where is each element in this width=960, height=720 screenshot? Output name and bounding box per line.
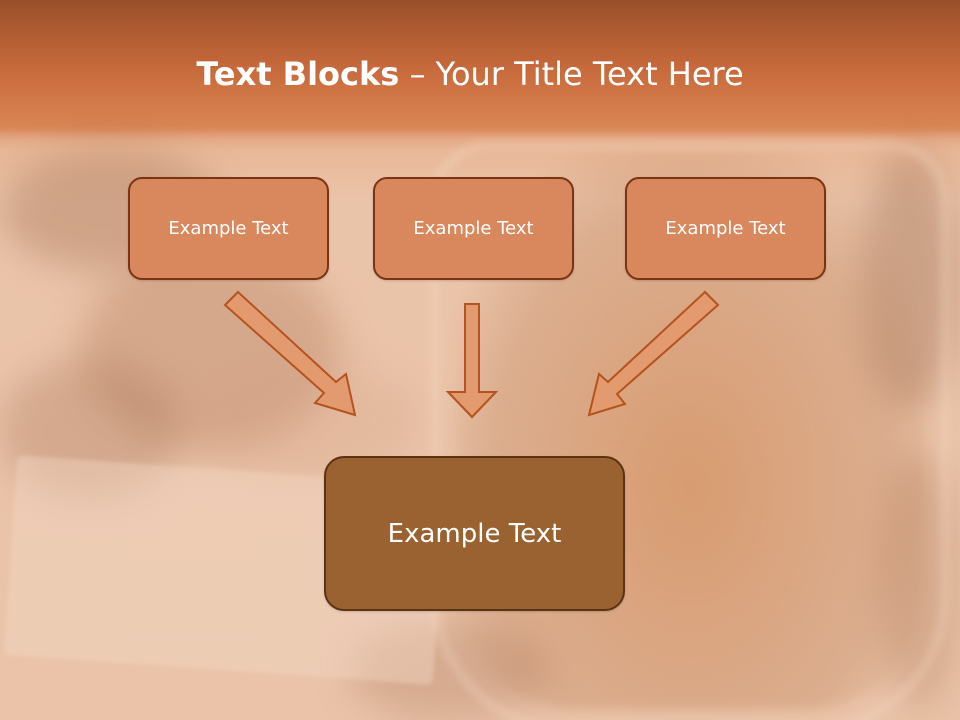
- arrow-right: [587, 290, 720, 417]
- text-block-1[interactable]: Example Text: [128, 177, 329, 280]
- title-rest: – Your Title Text Here: [399, 55, 744, 93]
- arrow-center: [445, 303, 499, 419]
- slide-title: Text Blocks – Your Title Text Here: [0, 52, 940, 96]
- main-text-block-label: Example Text: [387, 518, 562, 549]
- text-block-3[interactable]: Example Text: [625, 177, 826, 280]
- text-block-2[interactable]: Example Text: [373, 177, 574, 280]
- text-block-2-label: Example Text: [413, 218, 534, 239]
- title-bold: Text Blocks: [196, 55, 400, 93]
- text-block-1-label: Example Text: [168, 218, 289, 239]
- main-text-block[interactable]: Example Text: [324, 456, 625, 611]
- text-block-3-label: Example Text: [665, 218, 786, 239]
- arrow-left: [223, 290, 357, 417]
